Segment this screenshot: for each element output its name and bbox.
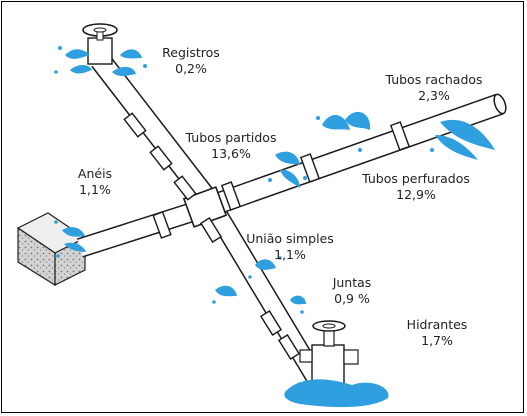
label-tubos-partidos: Tubos partidos 13,6%: [185, 130, 277, 161]
pipe-couplings: [123, 112, 411, 360]
water-leaks: [54, 46, 495, 408]
label-aneis: Anéis 1,1%: [77, 166, 113, 197]
label-hidrantes: Hidrantes 1,7%: [406, 317, 468, 348]
label-tubos-perfurados: Tubos perfurados 12,9%: [362, 171, 470, 202]
label-tubos-rachados: Tubos rachados 2,3%: [385, 72, 483, 103]
label-uniao-simples: União simples 1,1%: [246, 231, 334, 262]
label-registros: Registros 0,2%: [162, 45, 220, 76]
label-juntas: Juntas 0,9 %: [332, 275, 372, 306]
top-valve: [82, 23, 118, 65]
hydrant: [299, 320, 359, 386]
